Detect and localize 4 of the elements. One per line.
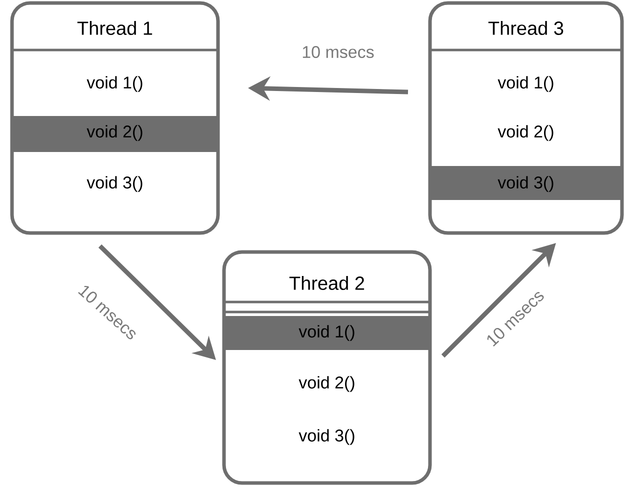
thread-box: Thread 2 void 1() void 2() void 3() — [222, 250, 432, 485]
thread-box: Thread 3 void 1() void 2() void 3() — [428, 1, 624, 235]
edge-label: 10 msecs — [300, 44, 376, 60]
thread-box: Thread 1 void 1() void 2() void 3() — [10, 1, 220, 235]
